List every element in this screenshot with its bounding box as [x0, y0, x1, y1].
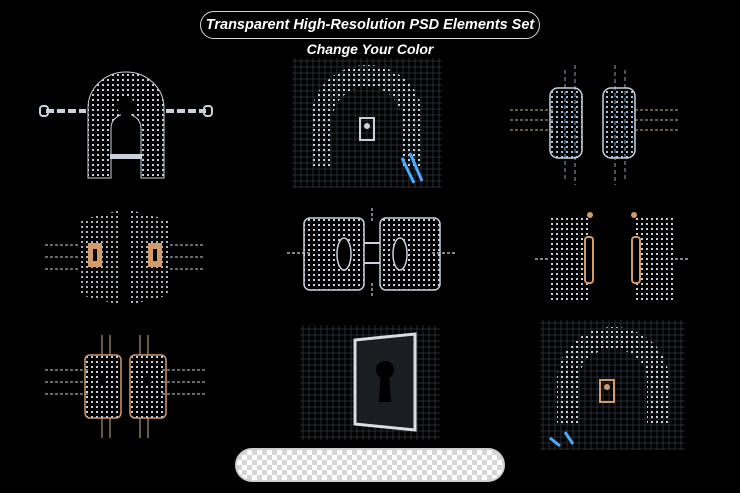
transparent-background-swatch — [235, 448, 505, 482]
padlock-chain-icon — [36, 68, 216, 183]
circuit-arch-icon — [540, 320, 685, 450]
page-subtitle: Change Your Color — [306, 41, 434, 57]
split-chip-icon — [505, 60, 685, 185]
keyhole-panel-icon — [300, 320, 440, 445]
circuit-arch-icon — [292, 58, 442, 188]
twin-lock-chip-icon — [40, 330, 210, 440]
page-title: Transparent High-Resolution PSD Elements… — [205, 17, 535, 33]
title-banner: Transparent High-Resolution PSD Elements… — [200, 11, 540, 39]
double-bracket-chip-icon — [530, 207, 695, 312]
dual-keyhole-chip-icon — [40, 205, 210, 310]
split-keyhole-chip-icon — [282, 203, 462, 303]
